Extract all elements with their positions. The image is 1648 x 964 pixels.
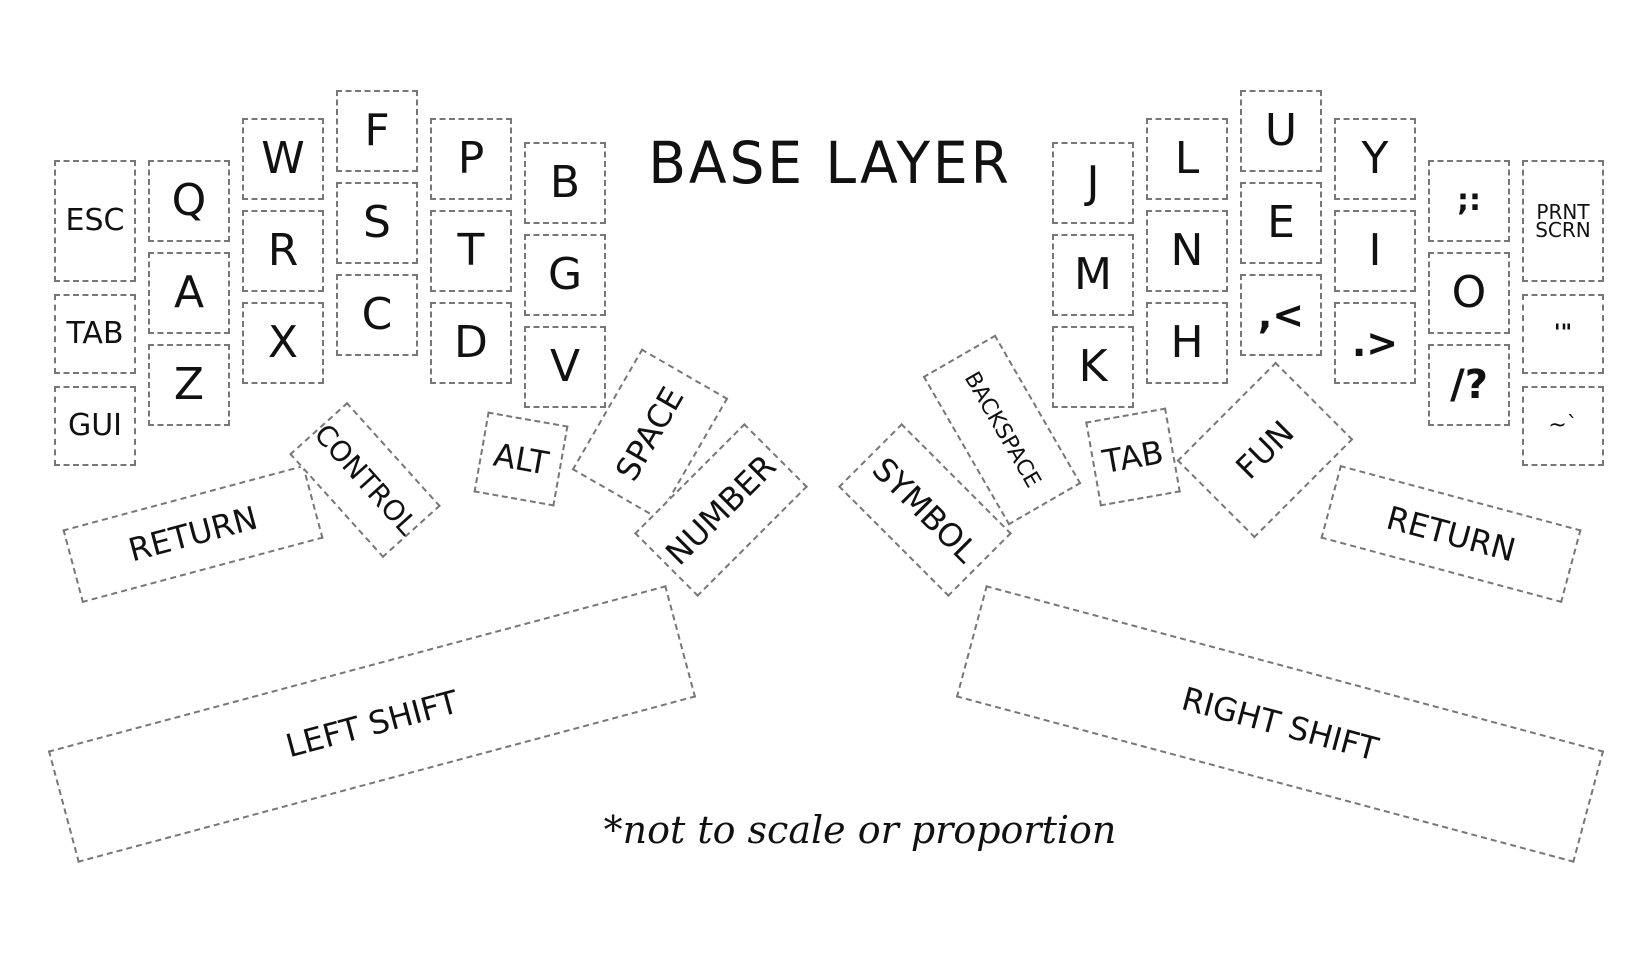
key-label: R [267, 225, 299, 276]
key-alt[interactable]: ALT [473, 411, 569, 507]
key-label: CONTROL [307, 417, 424, 542]
key-h[interactable]: H [1146, 302, 1228, 384]
key-i[interactable]: I [1334, 210, 1416, 292]
key-u[interactable]: U [1240, 90, 1322, 172]
key-label: TAB [66, 316, 124, 351]
key-label: S [363, 197, 391, 248]
key-slash[interactable]: /? [1428, 344, 1510, 426]
key-label: P [457, 133, 485, 184]
key-quote[interactable]: '" [1522, 294, 1604, 374]
key-label: /? [1450, 362, 1488, 408]
key-label: Z [173, 359, 205, 410]
key-s[interactable]: S [336, 182, 418, 264]
key-f[interactable]: F [336, 90, 418, 172]
key-label: O [1451, 267, 1487, 318]
key-label: B [549, 157, 581, 208]
key-label: W [261, 133, 305, 184]
key-tilde[interactable]: ~` [1522, 386, 1604, 466]
key-label: K [1078, 341, 1108, 392]
key-label: H [1170, 317, 1204, 368]
key-label: ;: [1457, 183, 1481, 218]
key-label: Q [171, 175, 207, 226]
key-label: FUN [1228, 413, 1302, 487]
key-label: ALT [490, 435, 552, 483]
key-label: PRNT SCRN [1535, 200, 1591, 242]
key-x[interactable]: X [242, 302, 324, 384]
key-label: T [457, 225, 485, 276]
key-label: Y [1361, 133, 1389, 184]
key-label: .> [1351, 321, 1399, 365]
key-tab-left[interactable]: TAB [54, 294, 136, 374]
key-gui[interactable]: GUI [54, 386, 136, 466]
key-label: RETURN [1382, 498, 1520, 570]
key-label: J [1086, 157, 1100, 208]
key-label: V [549, 341, 581, 392]
key-d[interactable]: D [430, 302, 512, 384]
key-esc[interactable]: ESC [54, 160, 136, 282]
key-label: LEFT SHIFT [281, 682, 463, 766]
key-a[interactable]: A [148, 252, 230, 334]
key-prnt-scrn[interactable]: PRNT SCRN [1522, 160, 1604, 282]
key-label: SYMBOL [864, 449, 986, 571]
key-label: G [547, 249, 583, 300]
key-label: ~` [1548, 413, 1578, 438]
key-b[interactable]: B [524, 142, 606, 224]
key-label: RIGHT SHIFT [1177, 679, 1383, 769]
key-label: RETURN [124, 498, 262, 570]
key-label: F [364, 105, 390, 156]
key-k[interactable]: K [1052, 326, 1134, 408]
key-label: ,< [1257, 293, 1305, 337]
key-label: U [1264, 105, 1298, 156]
key-label: '" [1553, 321, 1573, 346]
key-label: GUI [67, 408, 123, 443]
page-title: BASE LAYER [648, 129, 1012, 197]
key-label: I [1368, 225, 1382, 276]
key-tab-right[interactable]: TAB [1085, 407, 1181, 507]
key-t[interactable]: T [430, 210, 512, 292]
key-return-left[interactable]: RETURN [62, 464, 324, 604]
key-label: BACKSPACE [959, 367, 1046, 492]
footnote: *not to scale or proportion [603, 808, 1117, 852]
key-y[interactable]: Y [1334, 118, 1416, 200]
key-o[interactable]: O [1428, 252, 1510, 334]
key-z[interactable]: Z [148, 344, 230, 426]
key-p[interactable]: P [430, 118, 512, 200]
key-n[interactable]: N [1146, 210, 1228, 292]
key-label: M [1074, 249, 1112, 300]
key-label: D [454, 317, 488, 368]
key-label: N [1170, 225, 1204, 276]
key-period[interactable]: .> [1334, 302, 1416, 384]
key-semicolon[interactable]: ;: [1428, 160, 1510, 242]
key-comma[interactable]: ,< [1240, 274, 1322, 356]
key-label: X [267, 317, 299, 368]
key-g[interactable]: G [524, 234, 606, 316]
key-r[interactable]: R [242, 210, 324, 292]
key-q[interactable]: Q [148, 160, 230, 242]
key-m[interactable]: M [1052, 234, 1134, 316]
key-w[interactable]: W [242, 118, 324, 200]
key-e[interactable]: E [1240, 182, 1322, 264]
key-label: ESC [65, 203, 125, 238]
key-label: C [361, 289, 393, 340]
key-j[interactable]: J [1052, 142, 1134, 224]
key-label: TAB [1099, 433, 1167, 481]
key-label: L [1174, 133, 1200, 184]
key-return-right[interactable]: RETURN [1320, 464, 1582, 604]
key-v[interactable]: V [524, 326, 606, 408]
key-label: A [173, 267, 205, 318]
key-c[interactable]: C [336, 274, 418, 356]
key-label: SPACE [608, 380, 692, 488]
key-label: E [1267, 197, 1295, 248]
key-l[interactable]: L [1146, 118, 1228, 200]
